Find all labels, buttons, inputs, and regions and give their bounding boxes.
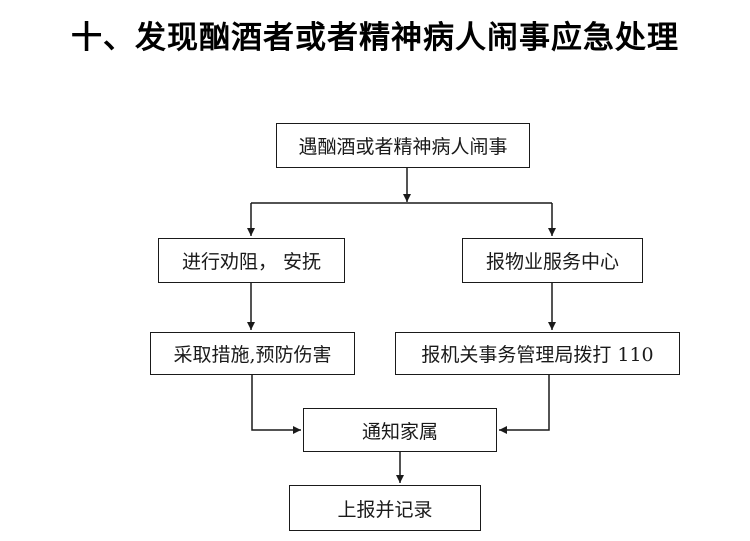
node-report-property: 报物业服务中心: [462, 238, 643, 283]
node-take-measures: 采取措施,预防伤害: [150, 332, 355, 375]
node-notify-family: 通知家属: [303, 408, 497, 452]
node-start: 遇酗酒或者精神病人闹事: [276, 123, 530, 168]
node-report-bureau: 报机关事务管理局拨打 110: [395, 332, 680, 375]
edge-report-bureau-to-notify-family: [499, 375, 550, 434]
node-persuade: 进行劝阻， 安抚: [158, 238, 345, 283]
page-title: 十、发现酗酒者或者精神病人闹事应急处理: [71, 20, 679, 56]
node-persuade-label: 进行劝阻， 安抚: [181, 251, 322, 273]
node-report-bureau-label: 报机关事务管理局拨打 110: [421, 344, 654, 366]
node-report-record: 上报并记录: [289, 485, 481, 531]
edge-take-measures-to-notify-family: [251, 375, 301, 434]
node-notify-family-label: 通知家属: [361, 420, 438, 443]
node-report-record-label: 上报并记录: [337, 498, 433, 521]
node-report-property-label: 报物业服务中心: [485, 251, 619, 273]
node-start-label: 遇酗酒或者精神病人闹事: [298, 136, 508, 158]
node-take-measures-label: 采取措施,预防伤害: [173, 344, 332, 366]
